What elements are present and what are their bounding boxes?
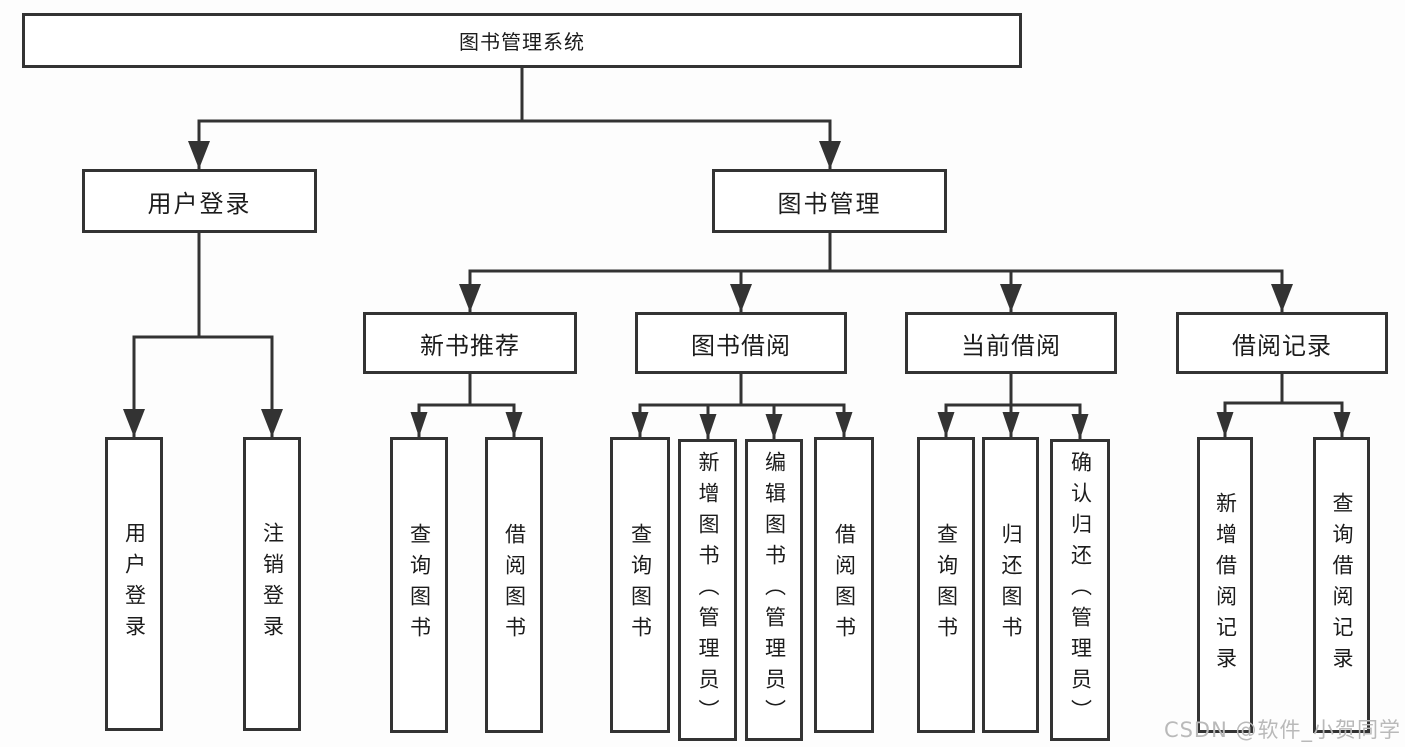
- watermark: CSDN @软件_小贺同学: [1163, 718, 1401, 742]
- node-user-login: 用户登录: [82, 169, 317, 233]
- connector-current-borrow-branch: [937, 374, 1089, 439]
- connector-root-to-level2: [188, 68, 841, 169]
- node-book-borrow: 图书借阅: [635, 312, 847, 374]
- node-new-book-recommend: 新书推荐: [363, 312, 577, 374]
- node-borrow-records: 借阅记录: [1176, 312, 1388, 374]
- connector-borrow-records-branch: [1216, 374, 1351, 437]
- leaf-bb-borrow-books: 借阅图书: [814, 437, 874, 733]
- connector-new-book-recommend-branch: [410, 374, 523, 437]
- node-book-management: 图书管理: [712, 169, 947, 233]
- leaf-logout: 注销登录: [243, 437, 301, 731]
- leaf-nb-borrow-books: 借阅图书: [485, 437, 543, 733]
- leaf-nb-query-books: 查询图书: [390, 437, 448, 733]
- leaf-cb-query-books: 查询图书: [917, 437, 975, 733]
- leaf-bb-edit-books-admin: 编辑图书（管理员）: [745, 439, 803, 741]
- leaf-user-login: 用户登录: [105, 437, 163, 731]
- node-library-management-system: 图书管理系统: [22, 13, 1022, 68]
- leaf-br-query-record: 查询借阅记录: [1313, 437, 1370, 733]
- leaf-br-add-record: 新增借阅记录: [1197, 437, 1253, 733]
- connector-book-management-branch: [459, 233, 1293, 312]
- leaf-cb-confirm-return-admin: 确认归还（管理员）: [1050, 439, 1110, 741]
- leaf-bb-query-books: 查询图书: [610, 437, 670, 733]
- leaf-cb-return-books: 归还图书: [982, 437, 1039, 733]
- leaf-bb-add-books-admin: 新增图书（管理员）: [678, 439, 737, 741]
- connector-user-login-branch: [123, 233, 283, 437]
- connector-book-borrow-branch: [631, 374, 853, 439]
- node-current-borrow: 当前借阅: [905, 312, 1117, 374]
